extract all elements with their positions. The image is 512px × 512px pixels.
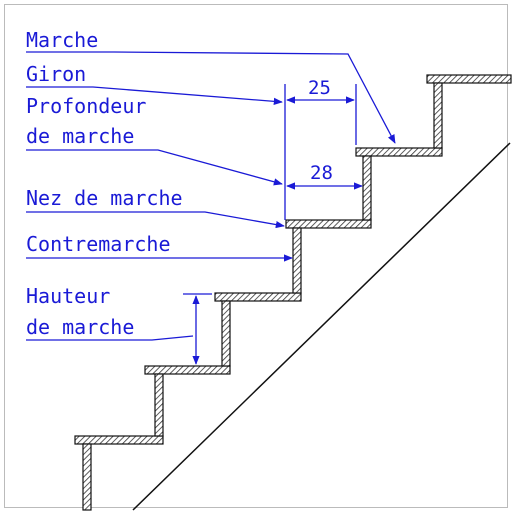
leader-marche: [26, 51, 396, 144]
riser-6: [433, 82, 443, 149]
label-giron: Giron: [26, 62, 86, 86]
stringer-line: [132, 142, 511, 511]
riser-5: [362, 155, 372, 221]
stair-treads: [74, 74, 512, 445]
riser-4: [292, 227, 302, 294]
leader-nez: [26, 211, 285, 229]
label-nez: Nez de marche: [26, 186, 183, 210]
dimension-profondeur-value: 28: [310, 162, 333, 184]
label-marche: Marche: [26, 28, 98, 52]
annotations: Marche Giron 25 Profondeur de marche 28 …: [26, 28, 396, 365]
label-profondeur-line1: Profondeur: [26, 94, 146, 118]
label-contremarche: Contremarche: [26, 232, 171, 256]
leader-profondeur: [26, 149, 283, 186]
label-profondeur-line2: de marche: [26, 124, 134, 148]
label-hauteur-line2: de marche: [26, 315, 134, 339]
riser-3: [221, 300, 231, 367]
tread-6: [426, 74, 512, 84]
riser-2: [154, 373, 164, 437]
tread-1: [74, 435, 164, 445]
riser-1: [82, 443, 92, 511]
frame-border: [4, 4, 508, 508]
tread-4: [285, 219, 372, 229]
dimension-giron-value: 25: [308, 77, 331, 99]
leader-giron: [26, 86, 283, 105]
stair-risers: [82, 82, 443, 511]
tread-3: [214, 292, 302, 302]
tread-2: [144, 365, 231, 375]
leader-hauteur: [26, 335, 194, 341]
label-hauteur-line1: Hauteur: [26, 284, 110, 308]
tread-5: [355, 147, 443, 157]
